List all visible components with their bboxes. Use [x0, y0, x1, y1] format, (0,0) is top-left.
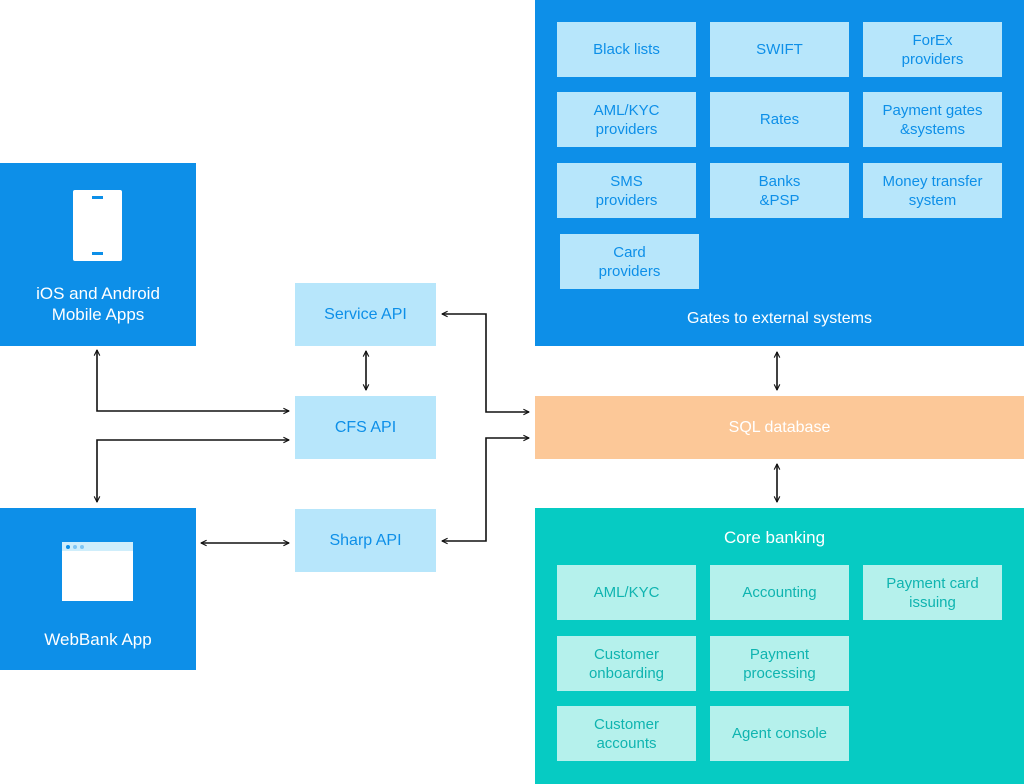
core-banking-title: Core banking — [723, 528, 826, 547]
core-tile: AML/KYC — [557, 565, 696, 620]
sharp-api-box: Sharp API — [295, 509, 436, 572]
core-banking-panel: Core banking AML/KYC Accounting Payment … — [535, 508, 1024, 784]
webbank-app-label: WebBank App — [44, 630, 152, 649]
gate-tile: SMS providers — [557, 163, 696, 218]
gate-tile: Black lists — [557, 22, 696, 77]
arrow-service-sql — [442, 314, 529, 412]
service-api-box: Service API — [295, 283, 436, 346]
core-tile: Payment card issuing — [863, 565, 1002, 620]
gate-tile: Money transfer system — [863, 163, 1002, 218]
arrow-sharp-sql — [442, 438, 529, 541]
sql-database-bar: SQL database — [535, 396, 1024, 459]
mobile-apps-label: iOS and Android Mobile Apps — [36, 284, 160, 324]
cfs-api-box: CFS API — [295, 396, 436, 459]
arrow-mobile-cfs — [97, 350, 289, 411]
core-tile: Agent console — [710, 706, 849, 761]
gate-tile: Rates — [710, 92, 849, 147]
core-tile: Customer onboarding — [557, 636, 696, 691]
core-tile: Payment processing — [710, 636, 849, 691]
core-tile: Customer accounts — [557, 706, 696, 761]
gate-tile: Card providers — [560, 234, 699, 289]
gate-tile: ForEx providers — [863, 22, 1002, 77]
arrow-cfs-web — [97, 440, 289, 502]
gate-tile: AML/KYC providers — [557, 92, 696, 147]
smartphone-icon — [73, 190, 122, 261]
gate-tile: Banks &PSP — [710, 163, 849, 218]
webbank-app-block: WebBank App — [0, 508, 196, 670]
gates-title: Gates to external systems — [687, 310, 872, 327]
gate-tile: SWIFT — [710, 22, 849, 77]
browser-window-icon — [62, 542, 133, 601]
core-tile: Accounting — [710, 565, 849, 620]
mobile-apps-block: iOS and Android Mobile Apps — [0, 163, 196, 346]
gates-panel: Black lists SWIFT ForEx providers AML/KY… — [535, 0, 1024, 346]
gate-tile: Payment gates &systems — [863, 92, 1002, 147]
